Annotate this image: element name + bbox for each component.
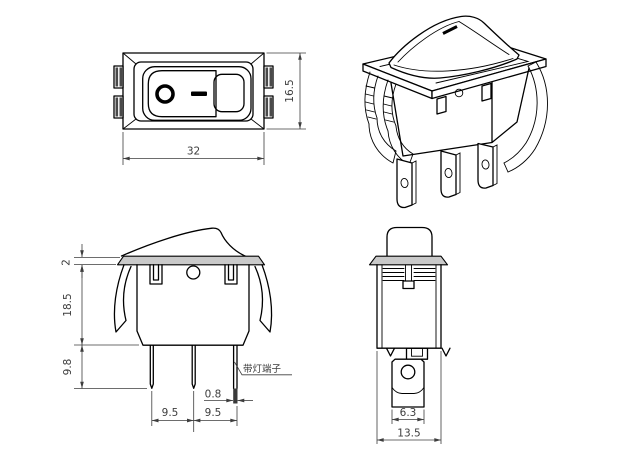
dim-text-height: 16.5 xyxy=(284,79,296,102)
center-slot xyxy=(405,264,412,282)
dim-terminal-pitch: 9.5 9.5 xyxy=(151,391,238,432)
dim-terminal-thickness-0-8: 0.8 xyxy=(204,389,253,403)
spring-wing-right xyxy=(254,264,273,333)
terminal-pin xyxy=(149,344,154,389)
dim-flange-thickness-2: 2 xyxy=(61,244,120,278)
dim-text-width: 32 xyxy=(187,146,200,158)
dim-text-pitch-left: 9.5 xyxy=(162,407,179,419)
symbol-off-icon xyxy=(155,84,175,104)
symbol-on-icon xyxy=(191,91,207,96)
retention-tabs-3d xyxy=(436,82,492,115)
body-inner-walls xyxy=(381,264,437,349)
dim-terminal-width-6-3: 6.3 xyxy=(391,407,425,424)
dim-text-body-width: 13.5 xyxy=(397,428,420,440)
lamp-terminal-label: 带灯端子 xyxy=(243,363,282,375)
terminal-blade xyxy=(391,358,425,408)
body-side xyxy=(136,264,250,346)
retention-leg xyxy=(149,264,163,285)
rocker-3d-contours xyxy=(393,21,514,72)
dim-height-16-5: 16.5 xyxy=(266,52,306,130)
dim-body-width-13-5: 13.5 xyxy=(376,351,442,444)
perspective-view xyxy=(362,15,548,209)
flange-end xyxy=(368,255,449,266)
front-side-tabs xyxy=(113,65,274,119)
dim-text-terminal-width: 6.3 xyxy=(400,407,417,419)
front-outer-frame xyxy=(122,52,265,130)
flange-thickness-right xyxy=(431,58,547,100)
rocker-3d xyxy=(388,15,520,79)
body-3d xyxy=(390,67,530,157)
rocker-left-face xyxy=(147,70,217,118)
terminal-hole xyxy=(400,364,416,380)
dim-body-height-18-5: 18.5 xyxy=(62,264,139,346)
dim-text-terminal-thickness: 0.8 xyxy=(205,389,222,401)
dim-text-pitch-right: 9.5 xyxy=(205,407,222,419)
slot-end-block xyxy=(402,280,415,290)
front-view: 32 16.5 xyxy=(113,52,306,165)
side-view: 2 18.5 9.8 9.5 9.5 0.8 带灯端子 xyxy=(61,227,292,432)
clip-ribs xyxy=(382,268,436,281)
terminal-hole xyxy=(400,177,409,189)
rocker-mark-icon xyxy=(442,25,458,35)
terminal-neck xyxy=(405,347,429,360)
clip-tips xyxy=(385,347,451,357)
dim-text-body-height: 18.5 xyxy=(62,293,74,316)
rocker-end xyxy=(386,226,433,257)
pivot-hole xyxy=(186,265,201,280)
pivot-hole-3d xyxy=(454,88,464,98)
front-bezel xyxy=(133,61,254,122)
terminal-pin xyxy=(191,344,196,389)
spring-wing-left xyxy=(113,264,132,333)
end-view: 6.3 13.5 xyxy=(368,226,451,444)
dim-terminal-length-9-8: 9.8 xyxy=(62,345,147,389)
front-bezel-chamfers xyxy=(122,52,265,130)
lamp-terminal-pin xyxy=(232,344,238,390)
terminals-3d xyxy=(396,142,498,209)
terminal-hole xyxy=(444,167,453,179)
terminal-neck-inner xyxy=(411,347,423,357)
rocker-right-face xyxy=(213,73,245,113)
lamp-terminal-tip xyxy=(233,388,238,404)
rocker-profile xyxy=(120,227,247,257)
dim-text-terminal-length: 9.8 xyxy=(62,359,74,376)
retention-leg xyxy=(224,264,238,285)
lamp-terminal-callout: 带灯端子 xyxy=(234,361,292,376)
blade-crimp-line xyxy=(391,387,425,394)
dim-text-flange-thickness: 2 xyxy=(61,259,73,266)
flange-side xyxy=(116,255,266,266)
spring-clips-left xyxy=(364,71,414,166)
body-end xyxy=(376,264,442,349)
front-opening xyxy=(142,66,252,121)
dim-width-32: 32 xyxy=(122,132,265,165)
terminal-hole xyxy=(481,159,490,170)
spring-clip-right xyxy=(503,61,548,173)
